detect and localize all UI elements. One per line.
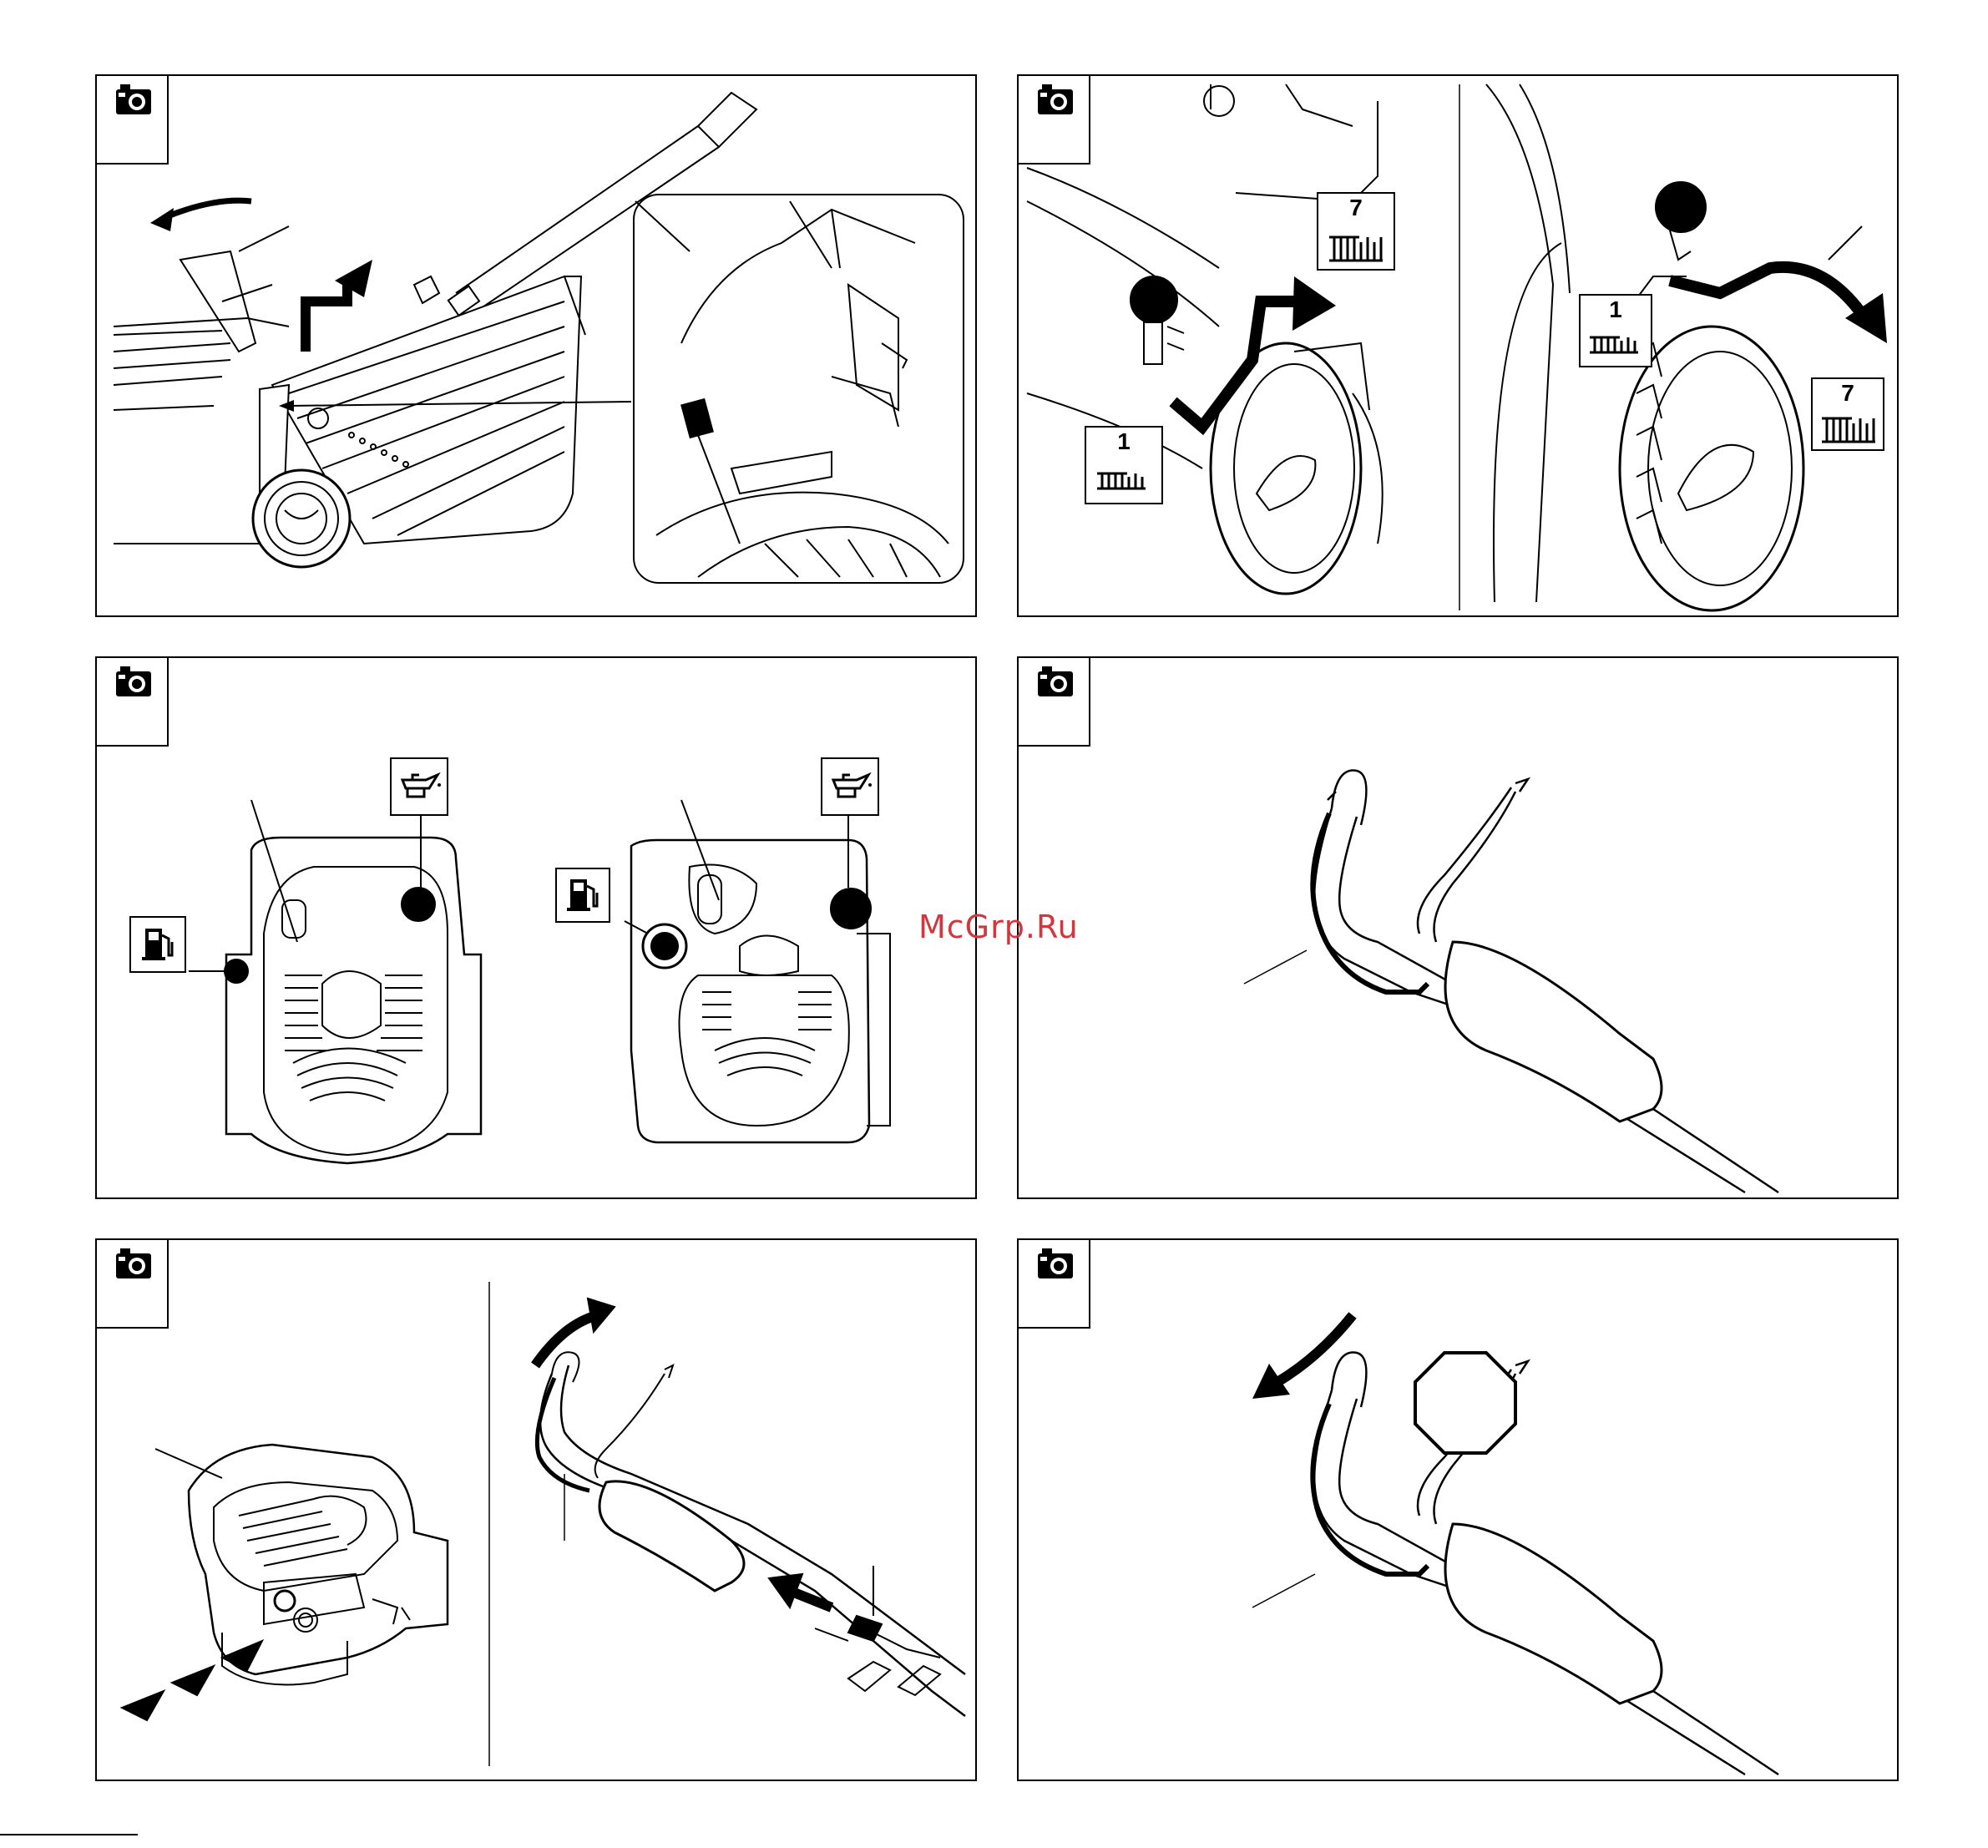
height-adjust-illustration [1019,76,1899,617]
height-label-1-left: 1 [1085,428,1162,455]
handle-lever-illustration [1019,658,1899,1199]
handle-stop-illustration [1019,1240,1899,1781]
height-label-7-left: 7 [1318,195,1394,221]
footer-rule [0,1834,138,1835]
grass-high-icon [1326,230,1386,264]
grass-high-icon [1819,412,1879,445]
panel-engine-start [95,1238,977,1781]
oil-can-icon [827,768,873,805]
engine-top-illustration [97,658,977,1199]
panel-engine-fill-points [95,656,977,1199]
grass-low-icon [1586,331,1647,356]
height-label-1-right: 1 [1580,296,1652,323]
panel-catcher-removal [95,74,977,617]
watermark: McGrp.Ru [918,909,1079,945]
engine-start-illustration [97,1240,977,1781]
grass-low-icon [1094,467,1154,492]
oil-can-icon [396,768,443,805]
panel-cutting-height: 7 1 1 7 [1017,74,1899,617]
panel-handle-lever [1017,656,1899,1199]
stop-octagon-icon [1415,1353,1515,1453]
catcher-illustration [97,76,977,617]
fuel-pump-icon [137,924,179,965]
fuel-pump-icon [562,874,604,916]
panel-handle-release-stop [1017,1238,1899,1781]
direction-arrow-icon [164,200,251,218]
height-label-7-right: 7 [1812,380,1884,407]
direction-arrow-icon [1277,1315,1353,1382]
